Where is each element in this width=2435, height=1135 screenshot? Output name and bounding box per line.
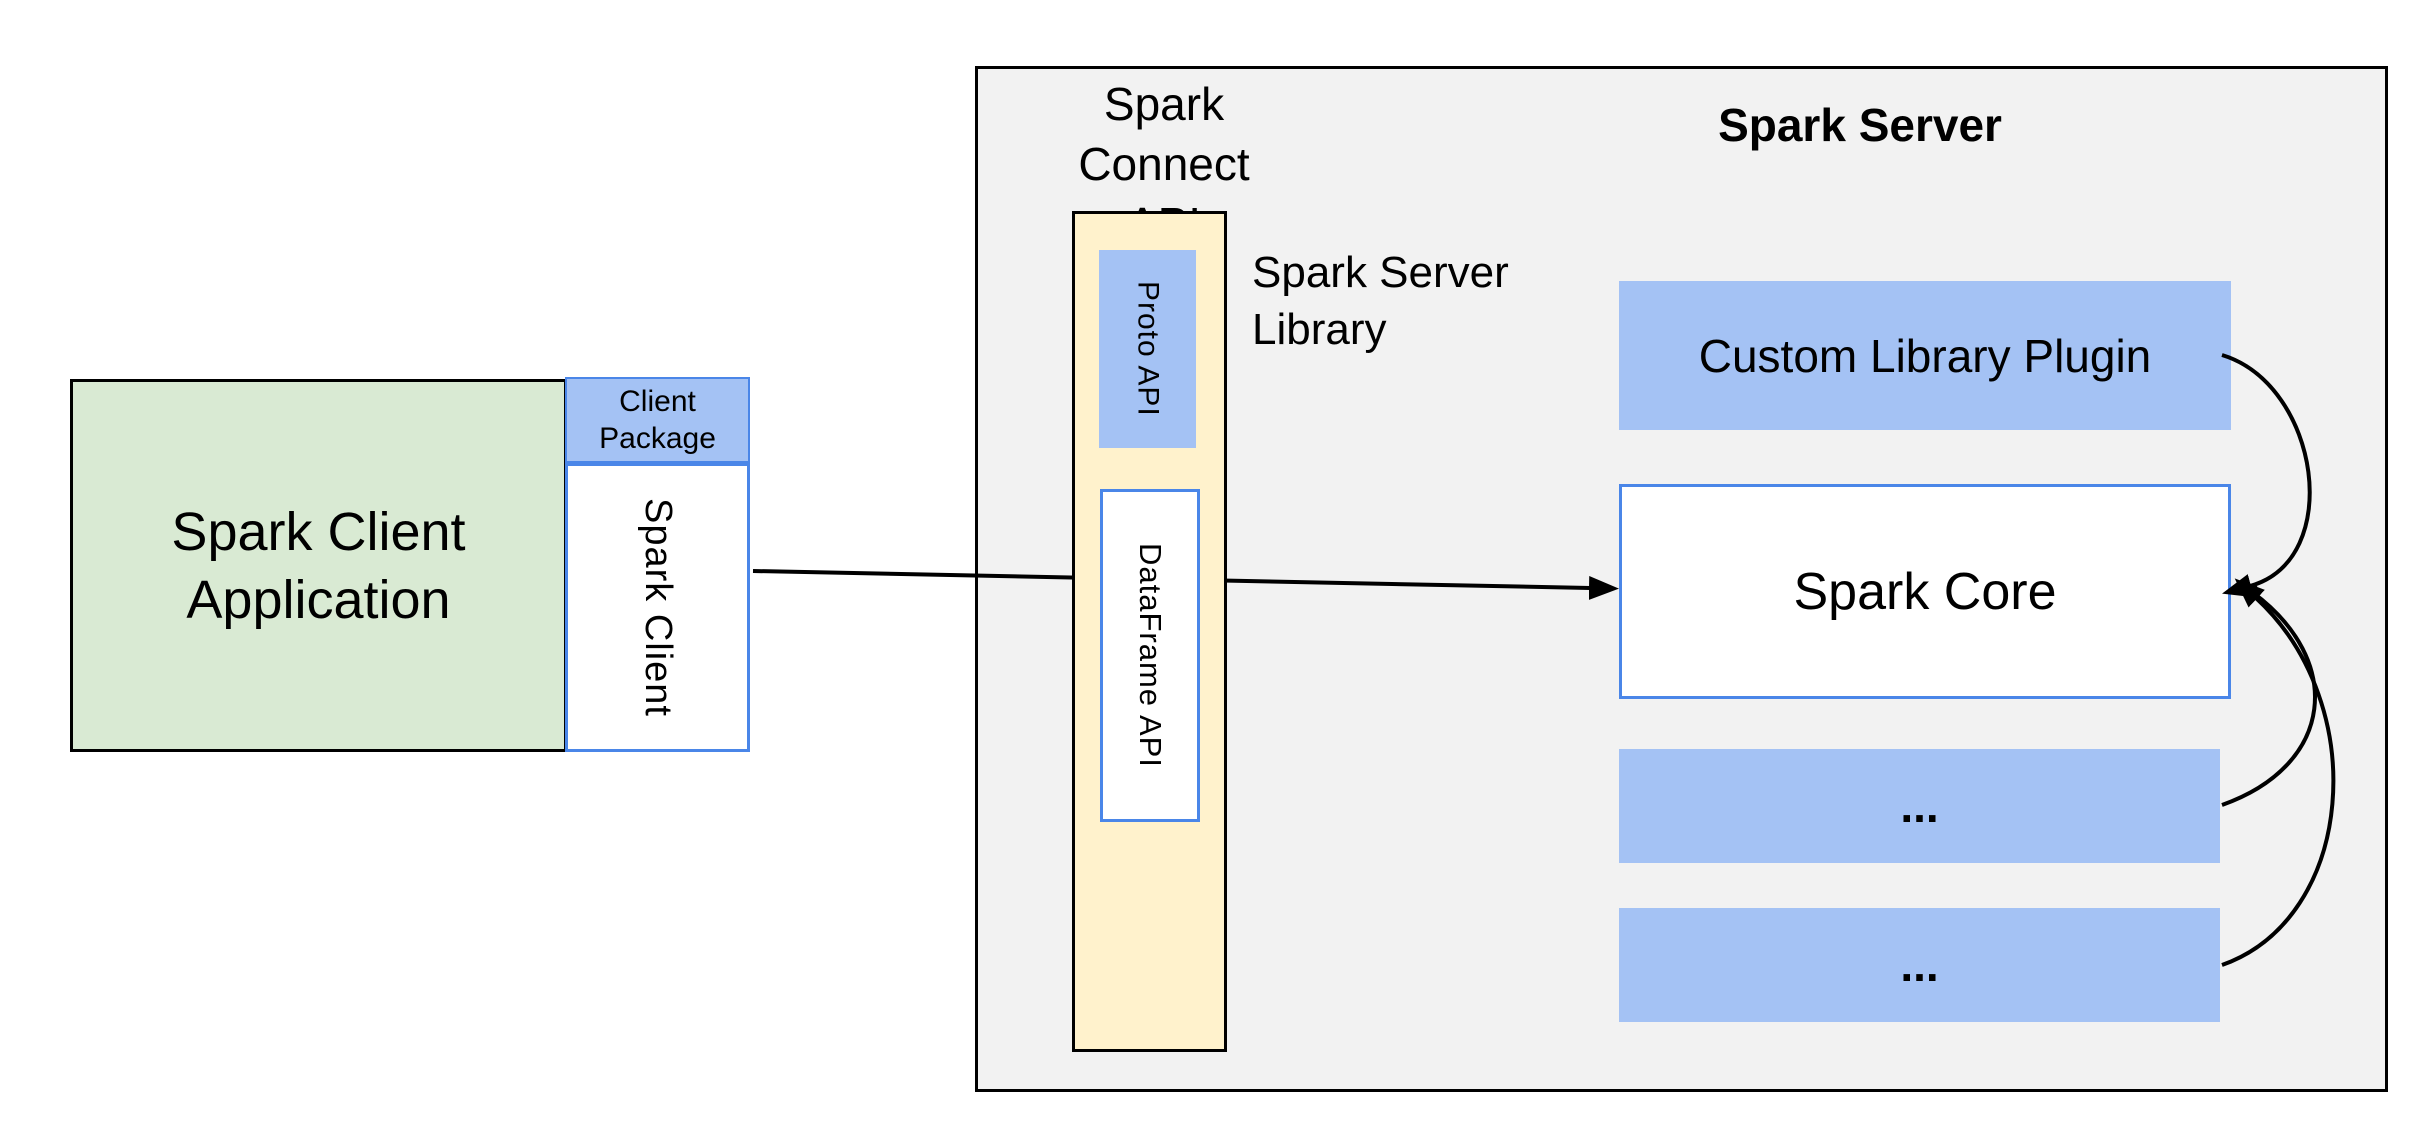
more-plugins-box-top: ... (1619, 749, 2220, 863)
proto-api-label: Proto API (1131, 281, 1165, 417)
client-package-box: Client Package (565, 377, 750, 463)
spark-client-application-box: Spark Client Application (70, 379, 567, 752)
more-plugins-box-bottom: ... (1619, 908, 2220, 1022)
spark-server-title: Spark Server (1718, 99, 2002, 151)
custom-library-plugin-box: Custom Library Plugin (1619, 281, 2231, 430)
spark-client-label: Spark Client (637, 498, 679, 717)
spark-core-box: Spark Core (1619, 484, 2231, 699)
dataframe-api-box: DataFrame API (1100, 489, 1200, 822)
proto-api-box: Proto API (1099, 250, 1196, 448)
spark-server-library-label: Spark Server Library (1252, 248, 1509, 354)
dataframe-api-label: DataFrame API (1133, 543, 1168, 768)
spark-client-box: Spark Client (565, 463, 750, 752)
